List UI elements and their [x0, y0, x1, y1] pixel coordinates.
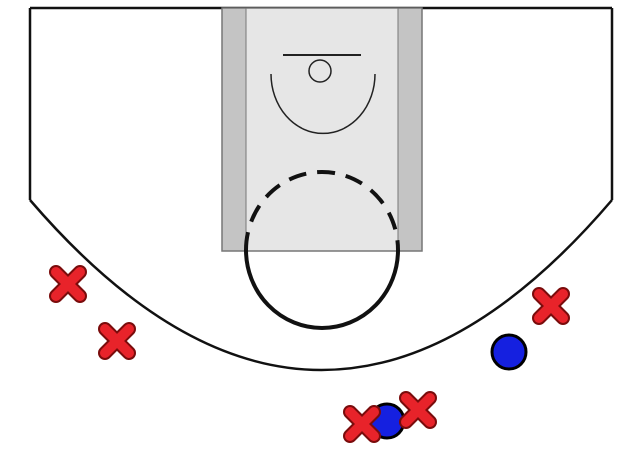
free-throw-circle-solid	[244, 249, 400, 330]
three-point-line	[29, 199, 613, 372]
lane-paint	[246, 8, 398, 251]
free-throw-circle-dashed	[244, 170, 400, 251]
player-markers	[49, 265, 570, 443]
offense-x-marker-5	[343, 405, 381, 443]
offense-x-marker-1	[49, 265, 87, 303]
rim	[308, 59, 332, 83]
restricted-arc	[270, 73, 376, 135]
defense-o-marker-1	[490, 333, 528, 371]
offense-x-marker-4	[399, 391, 437, 429]
lane-strip-right	[398, 8, 422, 251]
offense-x-marker-3	[532, 287, 570, 325]
lane-outline	[221, 7, 423, 252]
lane-strip-left	[222, 8, 246, 251]
offense-x-marker-2	[98, 322, 136, 360]
